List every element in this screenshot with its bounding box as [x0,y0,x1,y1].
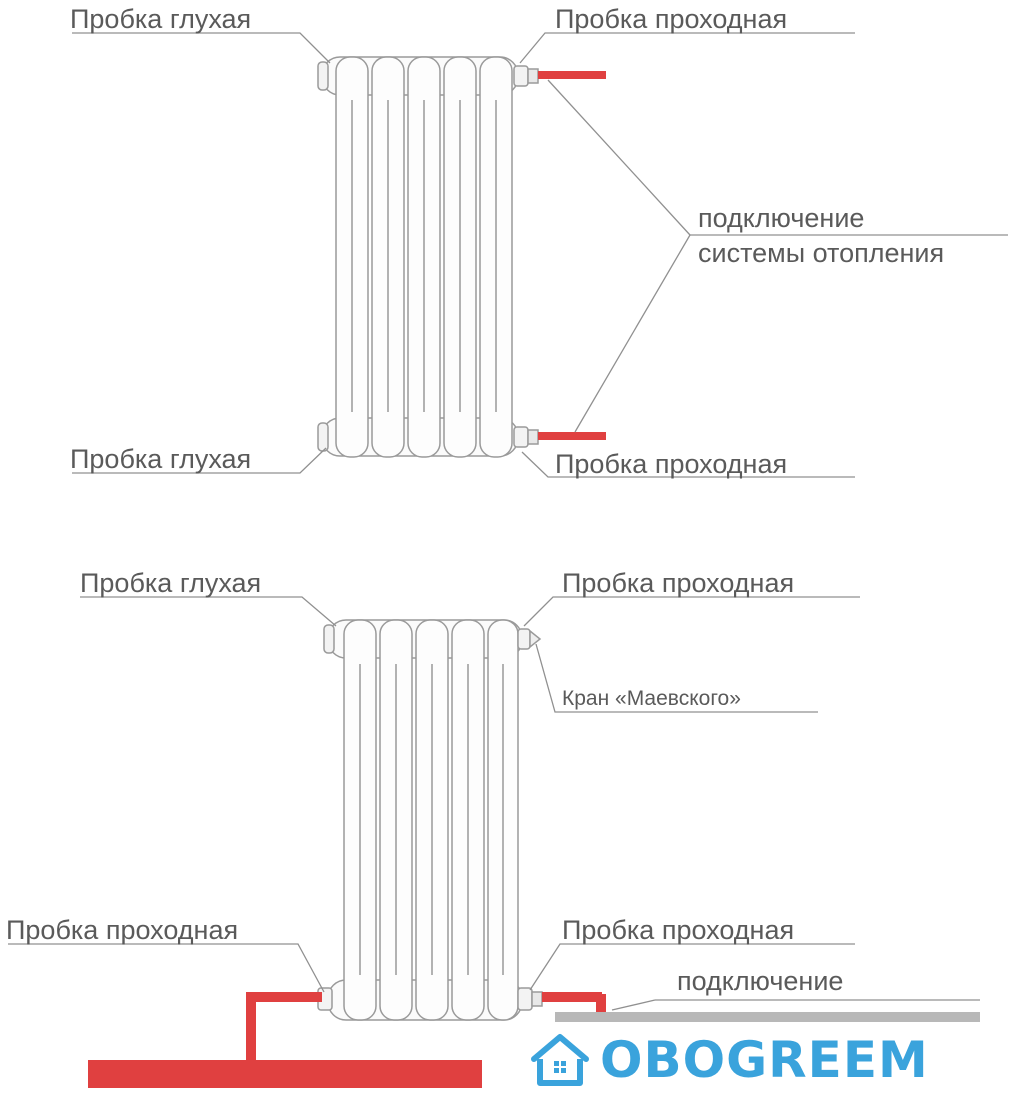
label-plug-blind-top: Пробка глухая [70,4,252,34]
obscured-text-strip [555,1012,980,1022]
brand-name: OBOGREEM [600,1031,929,1089]
bottom-radiator [317,619,543,1021]
label-mayevsky-valve: Кран «Маевского» [562,687,741,710]
bottom-pipes [88,992,606,1088]
label-plug-through-bottom: Пробка проходная [555,449,788,479]
top-radiator [317,56,539,458]
house-leaf-icon [531,1034,589,1086]
supply-pipe-top [538,71,606,79]
label-connection-line2: системы отопления [698,238,945,268]
return-pipe-top [538,432,606,440]
label-plug-through-bottom-right: Пробка проходная [562,915,795,945]
label-plug-through-top: Пробка проходная [555,4,788,34]
bottom-leader-lines [8,596,980,1011]
label-plug-through-bottom-left: Пробка проходная [6,915,239,945]
label-plug-blind-bottom: Пробка глухая [70,444,252,474]
label-connection-bottom: подключение [677,966,844,996]
top-leader-lines [72,32,1008,478]
label-plug-blind-top-2: Пробка глухая [80,568,262,598]
brand-logo: OBOGREEM [528,1030,929,1090]
label-connection-line1: подключение [698,203,865,233]
label-plug-through-top-2: Пробка проходная [562,568,795,598]
